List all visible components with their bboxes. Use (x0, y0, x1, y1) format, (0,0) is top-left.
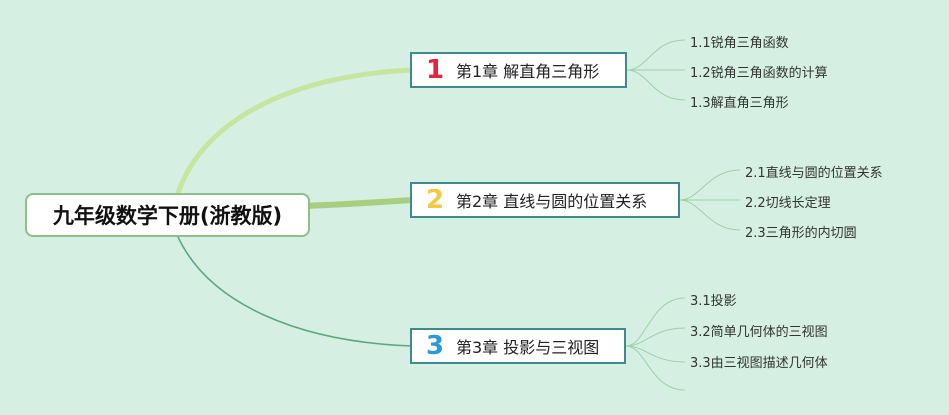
chapter-title-1: 第1章 解直角三角形 (456, 62, 600, 81)
topic-1-2[interactable]: 1.2锐角三角函数的计算 (690, 66, 828, 81)
topic-3-2[interactable]: 3.2简单几何体的三视图 (690, 325, 828, 340)
chapter-title-2: 第2章 直线与圆的位置关系 (456, 192, 648, 211)
topic-1-1[interactable]: 1.1锐角三角函数 (690, 36, 789, 51)
topic-2-2[interactable]: 2.2切线长定理 (745, 196, 831, 211)
root-title: 九年级数学下册(浙教版) (52, 204, 283, 228)
topic-2-3[interactable]: 2.3三角形的内切圆 (745, 226, 857, 241)
chapter-node-2[interactable]: 2 第2章 直线与圆的位置关系 (410, 182, 680, 218)
branch-line-chapter-3 (177, 236, 413, 347)
branch-line-chapter-1 (175, 67, 415, 196)
topic-1-3[interactable]: 1.3解直角三角形 (690, 96, 789, 111)
topic-2-1[interactable]: 2.1直线与圆的位置关系 (745, 166, 883, 181)
topic-3-3[interactable]: 3.3由三视图描述几何体 (690, 356, 828, 371)
leaf-lines-chapter-2 (679, 169, 741, 231)
chapter-number-1: 1 (425, 55, 445, 85)
leaf-lines-chapter-1 (626, 39, 686, 101)
chapter-title-3: 第3章 投影与三视图 (456, 338, 600, 357)
chapter-node-3[interactable]: 3 第3章 投影与三视图 (410, 328, 626, 364)
branch-line-chapter-2 (297, 197, 415, 209)
chapter-number-2: 2 (425, 185, 445, 215)
leaf-lines-chapter-3 (625, 297, 686, 391)
root-node[interactable]: 九年级数学下册(浙教版) (25, 193, 310, 237)
topic-3-1[interactable]: 3.1投影 (690, 294, 737, 309)
chapter-number-3: 3 (425, 331, 445, 361)
chapter-node-1[interactable]: 1 第1章 解直角三角形 (410, 52, 627, 88)
